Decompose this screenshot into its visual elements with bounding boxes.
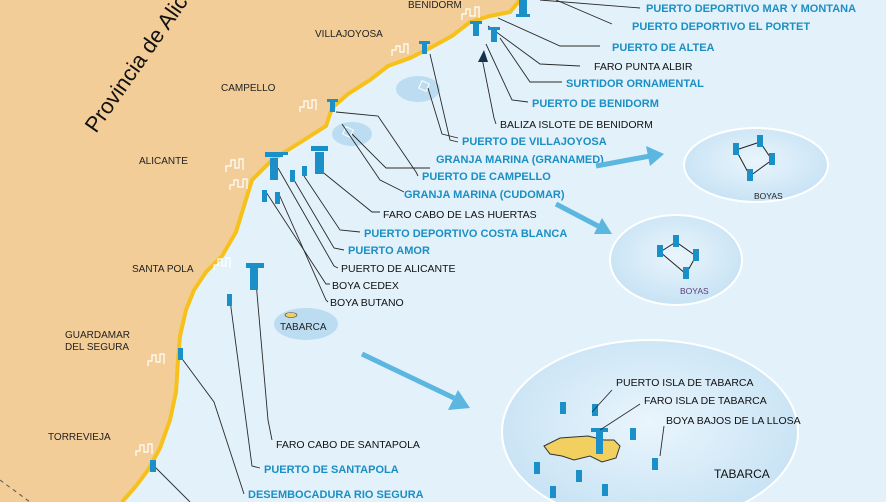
buoy-icon xyxy=(275,192,280,204)
feature-labels: PUERTO DEPORTIVO MAR Y MONTANA PUERTO DE… xyxy=(248,3,856,501)
label-cedex: BOYA CEDEX xyxy=(332,280,399,292)
town-torrevieja: TORREVIEJA xyxy=(48,432,111,443)
town-campello: CAMPELLO xyxy=(221,83,276,94)
label-costa-blanca: PUERTO DEPORTIVO COSTA BLANCA xyxy=(364,228,567,240)
tabarca-port-label: PUERTO ISLA DE TABARCA xyxy=(616,377,754,389)
lighthouse-icon xyxy=(265,152,288,180)
label-santapola-faro: FARO CABO DE SANTAPOLA xyxy=(276,439,420,451)
label-segura: DESEMBOCADURA RIO SEGURA xyxy=(248,489,424,501)
land-mass xyxy=(0,0,520,502)
town-guardamar-line1: GUARDAMAR xyxy=(65,330,130,341)
lighthouse-icon xyxy=(470,21,482,36)
arrow-icon xyxy=(595,146,664,169)
town-benidorm: BENIDORM xyxy=(408,0,462,11)
lighthouse-icon xyxy=(311,146,328,174)
label-surtidor: SURTIDOR ORNAMENTAL xyxy=(566,78,704,90)
lighthouse-icon xyxy=(419,41,430,54)
town-labels: BENIDORM VILLAJOYOSA CAMPELLO ALICANTE S… xyxy=(48,0,462,443)
buoy-icon xyxy=(262,190,267,202)
buoy-icon xyxy=(227,294,232,306)
granamed-zone xyxy=(396,76,440,102)
label-butano: BOYA BUTANO xyxy=(330,297,404,309)
leader-lines xyxy=(153,0,641,502)
label-villajoyosa-port: PUERTO DE VILLAJOYOSA xyxy=(462,136,607,148)
buoy-icon xyxy=(150,460,156,472)
baliza-icon xyxy=(478,50,488,62)
label-benidorm-port: PUERTO DE BENIDORM xyxy=(532,98,659,110)
label-campello-port: PUERTO DE CAMPELLO xyxy=(422,171,551,183)
label-baliza: BALIZA ISLOTE DE BENIDORM xyxy=(500,119,653,131)
inset-boyas-1: BOYAS xyxy=(683,127,829,203)
town-alicante: ALICANTE xyxy=(139,156,188,167)
town-villajoyosa: VILLAJOYOSA xyxy=(315,29,383,40)
arrow-icon xyxy=(360,351,470,410)
town-tabarca: TABARCA xyxy=(280,322,327,333)
label-amor: PUERTO AMOR xyxy=(348,245,430,257)
label-santapola-port: PUERTO DE SANTAPOLA xyxy=(264,464,399,476)
lighthouse-icon xyxy=(327,99,338,112)
lighthouse-icon xyxy=(516,0,530,17)
inset-tabarca: PUERTO ISLA DE TABARCA FARO ISLA DE TABA… xyxy=(501,339,801,502)
lighthouse-icons xyxy=(150,0,530,472)
dashed-border xyxy=(0,479,31,502)
arrow-icon xyxy=(554,201,612,234)
buoy-icon xyxy=(178,348,183,360)
tabarca-small-island xyxy=(284,312,298,318)
buoy-icon xyxy=(290,170,295,182)
buoy-icon xyxy=(302,166,307,176)
tabarca-faro-label: FARO ISLA DE TABARCA xyxy=(644,395,767,407)
lighthouse-icon xyxy=(488,27,500,42)
label-altea: PUERTO DE ALTEA xyxy=(612,42,715,54)
label-mar-montana: PUERTO DEPORTIVO MAR Y MONTANA xyxy=(646,3,856,15)
lighthouse-icon xyxy=(246,263,264,290)
town-santa-pola: SANTA POLA xyxy=(132,264,194,275)
boyas-label-1: BOYAS xyxy=(754,191,783,201)
boyas-label-2: BOYAS xyxy=(680,286,709,296)
shoreline xyxy=(120,0,522,502)
label-alicante-port: PUERTO DE ALICANTE xyxy=(341,263,456,275)
label-cudomar: GRANJA MARINA (CUDOMAR) xyxy=(404,189,565,201)
label-el-portet: PUERTO DEPORTIVO EL PORTET xyxy=(632,21,810,33)
label-punta-albir: FARO PUNTA ALBIR xyxy=(594,61,693,73)
inset-boyas-2: BOYAS xyxy=(609,214,743,306)
town-guardamar-line2: DEL SEGURA xyxy=(65,342,129,353)
label-huertas: FARO CABO DE LAS HUERTAS xyxy=(383,209,537,221)
bajos-llosa-label: BOYA BAJOS DE LA LLOSA xyxy=(666,415,801,427)
tabarca-inset-title: TABARCA xyxy=(714,467,770,481)
city-skylines xyxy=(135,6,480,456)
label-granamed: GRANJA MARINA (GRANAMED) xyxy=(436,154,604,166)
arrows xyxy=(360,146,664,410)
